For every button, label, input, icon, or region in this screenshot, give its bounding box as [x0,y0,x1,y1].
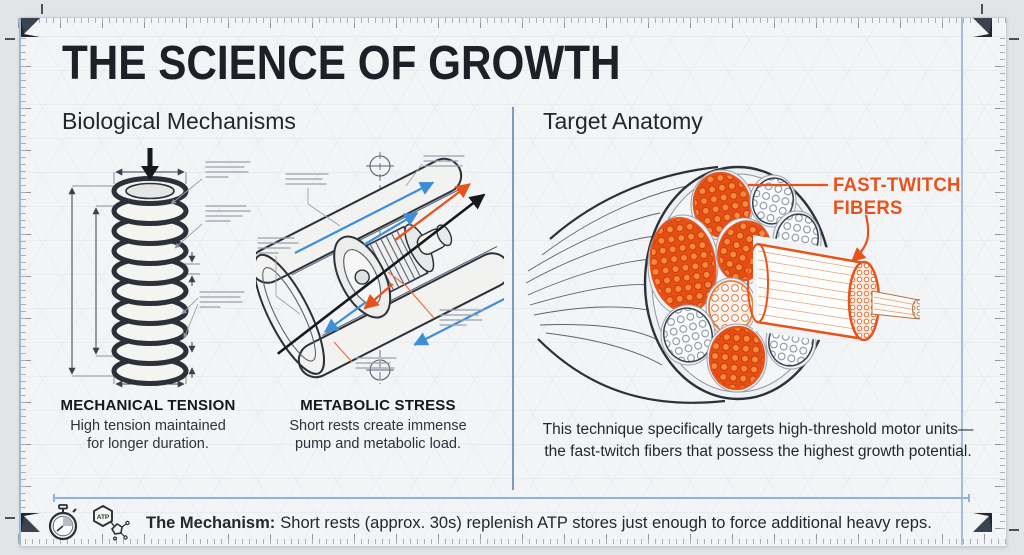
flow-arrow-blue [294,181,435,254]
footer-separator [53,494,970,502]
extracted-fiber-cylinder [747,235,920,347]
mechanical-tension-block: MECHANICAL TENSION High tension maintain… [48,397,248,453]
metabolic-stress-block: METABOLIC STRESS Short rests create imme… [278,397,478,453]
callout-line-2: FIBERS [833,197,903,219]
footer: ATP The Mechanism:Short rests (approx. 3… [46,502,932,544]
target-anatomy-description: This technique specifically targets high… [524,419,992,463]
ruler-top [18,18,1006,29]
registration-mark [5,38,15,40]
target-desc-line-2: the fast-twitch fibers that possess the … [544,443,972,460]
fascicle-fast-twitch [647,214,719,316]
annotation-lines [257,155,485,369]
footer-body: Short rests (approx. 30s) replenish ATP … [280,513,932,532]
fascicle-slow-twitch [749,174,797,228]
registration-mark [41,4,43,14]
flow-arrow-blue [323,301,367,333]
annotation-lines [170,161,251,339]
metabolic-stress-desc-1: Short rests create immense [289,418,467,434]
flow-arrow-blue [363,212,419,246]
left-panel-heading: Biological Mechanisms [62,108,296,134]
atp-label: ATP [97,514,110,521]
flow-arrow-orange [363,283,394,310]
down-arrow-icon [141,148,159,180]
corner-mark-bottom-right [973,513,992,532]
atp-molecule-icon: ATP [93,504,130,541]
load-arrow-black [276,193,486,355]
callout-arrow [850,214,870,262]
muscle-fiber-fan [525,165,726,404]
callout-line-1: FAST-TWITCH [833,174,961,196]
corner-mark-top-right [973,18,992,37]
stopwatch-icon [48,504,78,541]
footer-text: The Mechanism:Short rests (approx. 30s) … [146,514,932,533]
registration-mark [981,4,983,14]
ruler-left [21,34,32,529]
fascicle-fast-twitch [706,323,768,393]
corner-mark-bottom-left [21,513,40,532]
right-panel-heading: Target Anatomy [543,108,703,134]
fast-twitch-callout: FAST-TWITCH FIBERS [833,174,961,220]
page-title: THE SCIENCE OF GROWTH [62,37,621,90]
cutaway-tube [256,157,504,379]
registration-mark [5,517,15,519]
mechanical-tension-label: MECHANICAL TENSION [60,397,236,414]
flow-arrow-orange [394,183,471,242]
margin-line-left [19,18,21,545]
ruler-right [994,34,1005,529]
cylinder-illustration [256,152,504,384]
metabolic-stress-desc-2: pump and metabolic load. [294,436,462,453]
target-desc-line-1: This technique specifically targets high… [542,421,974,438]
fascicle-slow-twitch [660,304,716,366]
registration-mark [1009,529,1019,531]
margin-line-right [961,18,963,545]
metabolic-stress-label: METABOLIC STRESS [300,397,456,414]
dimension-line-blue [413,290,504,346]
mechanical-tension-desc-1: High tension maintained [70,418,226,434]
registration-mark [1009,38,1019,40]
ruler-bottom [18,533,1006,544]
panel-divider [512,107,514,490]
fascicle-mixed [705,277,757,337]
footer-label: The Mechanism: [146,513,276,532]
callout-leader-lines [748,183,870,262]
spring-illustration [68,148,251,388]
mechanical-tension-desc-2: for longer duration. [87,436,209,453]
corner-mark-top-left [21,18,40,37]
coil-spring [111,176,189,386]
muscle-cross-section-illustration [525,165,920,404]
